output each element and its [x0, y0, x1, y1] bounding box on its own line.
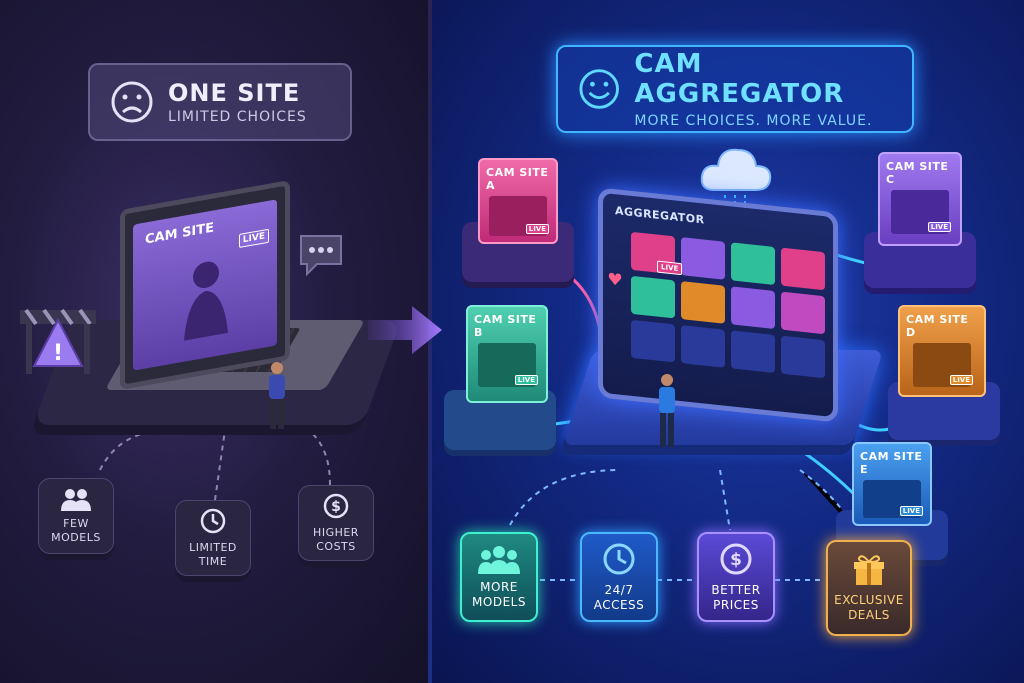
live-badge: LIVE: [927, 222, 951, 232]
live-badge: LIVE: [514, 375, 538, 385]
stream-thumbnail[interactable]: [681, 325, 725, 368]
benefit-label-line2: PRICES: [713, 598, 759, 612]
one-site-banner: ONE SITE LIMITED CHOICES: [88, 63, 352, 141]
site-title: CAM SITE A: [486, 166, 549, 192]
site-thumbnail: LIVE: [489, 196, 549, 236]
cloud-icon: [700, 148, 772, 191]
clock-icon: [603, 543, 635, 575]
feature-label-line2: COSTS: [316, 540, 356, 553]
site-title: CAM SITE E: [860, 450, 923, 476]
stream-thumbnail[interactable]: [781, 335, 825, 379]
feature-label-line2: MODELS: [51, 531, 101, 544]
stream-thumbnail[interactable]: [781, 291, 825, 335]
people-icon: [478, 546, 520, 574]
clock-icon: [200, 508, 226, 534]
cam-aggregator-banner: CAM AGGREGATOR MORE CHOICES. MORE VALUE.: [556, 45, 914, 133]
aggregator-screen-title: AGGREGATOR: [615, 204, 705, 227]
laptop-screen-title: CAM SITE: [145, 220, 215, 248]
feature-label-line1: HIGHER: [313, 526, 359, 539]
panel-divider: [428, 0, 432, 683]
benefit-label-line2: ACCESS: [593, 598, 645, 612]
svg-text:!: !: [53, 341, 63, 366]
laptop-screen: CAM SITE LIVE: [120, 180, 290, 390]
feature-label-line1: LIMITED: [189, 541, 237, 554]
chat-bubble-icon: [300, 235, 342, 277]
sad-face-icon: [111, 81, 153, 123]
svg-text:$: $: [331, 499, 341, 515]
stream-thumbnail[interactable]: [631, 319, 675, 363]
cam-site-c-card[interactable]: CAM SITE C LIVE: [878, 152, 962, 246]
stream-thumbnail[interactable]: [781, 247, 825, 291]
arrow-right-icon: [368, 306, 442, 354]
one-site-subtitle: LIMITED CHOICES: [168, 109, 307, 125]
site-title: CAM SITE D: [906, 313, 969, 339]
stream-thumbnail[interactable]: [681, 237, 725, 280]
model-silhouette-icon: [184, 261, 228, 341]
stream-thumbnail[interactable]: [631, 275, 675, 319]
benefit-label-line1: 24/7: [604, 583, 634, 597]
stream-thumbnail[interactable]: [731, 242, 775, 285]
person-figure-left: [269, 362, 285, 429]
benefit-label-line2: MODELS: [472, 595, 526, 609]
stream-thumbnail[interactable]: [731, 286, 775, 329]
cam-site-d-card[interactable]: CAM SITE D LIVE: [898, 305, 986, 397]
dollar-icon: $: [720, 543, 752, 575]
cam-site-e-card[interactable]: CAM SITE E LIVE: [852, 442, 932, 526]
stream-thumbnail[interactable]: [731, 330, 775, 373]
people-icon: [61, 489, 91, 511]
site-thumbnail: LIVE: [863, 480, 923, 518]
happy-face-icon: [579, 69, 619, 109]
site-title: CAM SITE C: [886, 160, 949, 186]
site-thumbnail: LIVE: [478, 343, 538, 387]
aggregator-screen: AGGREGATOR LIVE: [598, 187, 838, 423]
live-badge: LIVE: [899, 506, 923, 516]
benefit-label-line1: EXCLUSIVE: [834, 593, 904, 607]
live-badge: LIVE: [657, 260, 683, 276]
live-badge: LIVE: [949, 375, 973, 385]
warning-sign-icon: !: [20, 308, 96, 374]
heart-icon[interactable]: [608, 271, 622, 286]
benefit-label-line1: BETTER: [711, 583, 761, 597]
cam-site-a-card[interactable]: CAM SITE A LIVE: [478, 158, 558, 244]
site-thumbnail: LIVE: [913, 343, 973, 387]
feature-label-line1: FEW: [63, 517, 89, 530]
cam-aggregator-title: CAM AGGREGATOR: [634, 49, 845, 109]
gift-icon: [854, 555, 884, 585]
one-site-title: ONE SITE: [168, 79, 301, 107]
live-badge: LIVE: [238, 228, 269, 249]
cam-site-b-card[interactable]: CAM SITE B LIVE: [466, 305, 548, 403]
person-figure-right: [659, 374, 675, 447]
benefit-label-line2: DEALS: [848, 608, 890, 622]
svg-text:$: $: [730, 550, 742, 570]
benefit-label-line1: MORE: [480, 580, 518, 594]
site-title: CAM SITE B: [474, 313, 537, 339]
dollar-icon: $: [323, 493, 349, 519]
cam-aggregator-subtitle: MORE CHOICES. MORE VALUE.: [634, 113, 873, 129]
stream-thumbnail[interactable]: [681, 281, 725, 324]
feature-label-line2: TIME: [198, 555, 228, 568]
site-thumbnail: LIVE: [891, 190, 951, 234]
live-badge: LIVE: [525, 224, 549, 234]
